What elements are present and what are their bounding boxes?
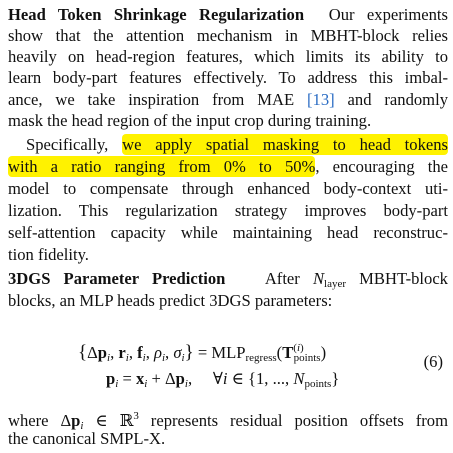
text-span: represents residual position offsets fro… [138, 411, 448, 430]
text-line: heavily on head-region features, which l… [8, 47, 448, 66]
text-line: lization. This regularization strategy i… [8, 201, 448, 220]
text-line: mask the head region of the input crop d… [8, 111, 372, 130]
highlight: with a ratio ranging from 0% to 50% [8, 156, 316, 177]
text-line: 3DGS Parameter Prediction After Nlayer M… [8, 268, 448, 290]
text-line: Specifically, we apply spatial masking t… [8, 134, 448, 155]
citation-link[interactable]: [13] [307, 90, 335, 109]
text-span: Our experiments [328, 5, 448, 24]
math-subscript: layer [324, 278, 347, 290]
text-line: ance, we take inspiration from MAE [13] … [8, 89, 448, 110]
section-heading: 3DGS Parameter Prediction [8, 269, 226, 288]
text-line: blocks, an MLP heads predict 3DGS parame… [8, 291, 333, 310]
highlight: we apply spatial masking to head tokens [122, 134, 448, 155]
text-span: and randomly [334, 90, 448, 109]
text-line: the canonical SMPL-X. [8, 429, 166, 448]
text-span: where [8, 411, 61, 430]
equation-number: (6) [423, 352, 443, 371]
text-line: tion fidelity. [8, 245, 89, 264]
text-line: with a ratio ranging from 0% to 50%, enc… [8, 156, 448, 177]
math-symbol: N [312, 269, 325, 288]
text-span: Specifically, [26, 135, 123, 154]
text-span: ance, we take inspiration from MAE [8, 90, 307, 109]
text-span: MBHT-block [346, 269, 448, 288]
equation-row-2: pi = xi + Δpi, ∀i ∈ {1, ..., Npoints} [106, 369, 340, 390]
text-span: , encouraging the [315, 157, 449, 176]
text-span: After [264, 269, 313, 288]
section-heading: Head Token Shrinkage Regularization [8, 5, 305, 24]
text-line: model to compensate through enhanced bod… [8, 179, 448, 198]
text-line: where Δpi ∈ ℝ3 represents residual posit… [8, 410, 448, 432]
equation-row-1: {Δpi, ri, fi, ρi, σi} = MLPregress(T(i)p… [78, 342, 327, 364]
text-line: show that the attention mechanism in MBH… [8, 26, 448, 45]
text-line: self-attention capacity while maintainin… [8, 223, 448, 242]
text-line: Head Token Shrinkage Regularization Our … [8, 4, 448, 25]
text-line: learn body-part features effectively. To… [8, 68, 448, 87]
